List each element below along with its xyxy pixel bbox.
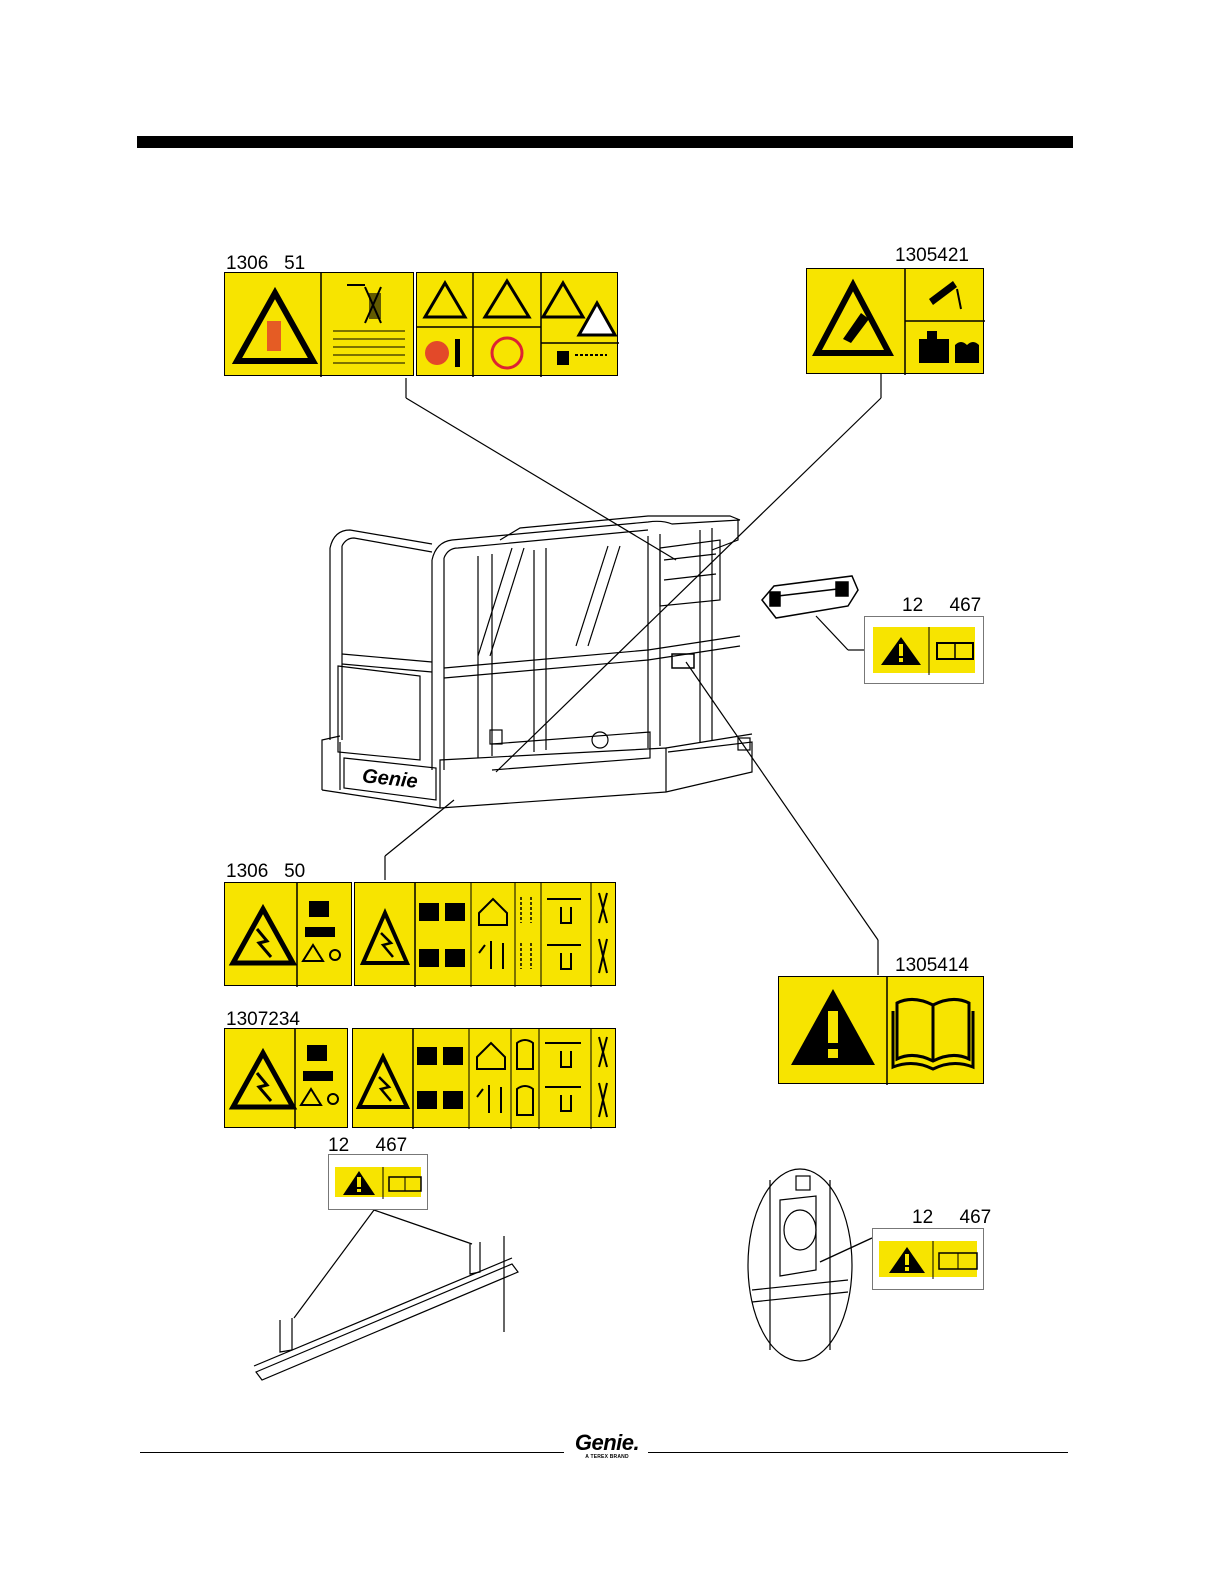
- warning-triangle-icon: [873, 1229, 985, 1291]
- decal-1306-50-left: [224, 882, 352, 986]
- decal-12-467-c: [872, 1228, 984, 1290]
- platform-brand-text: Genie: [361, 765, 419, 793]
- hazard-grid-icon: [355, 883, 617, 987]
- footer-rule-right: [648, 1452, 1068, 1453]
- decal-part-number-12-467-b: 12 467: [328, 1136, 407, 1156]
- hazard-grid-icon: [353, 1029, 617, 1129]
- genie-logo-word: Genie.: [570, 1432, 644, 1454]
- decal-1305414: [778, 976, 984, 1084]
- genie-logo: Genie. A TEREX BRAND: [570, 1432, 644, 1462]
- manual-icon: [893, 999, 973, 1069]
- decal-part-number-1307234: 1307234: [226, 1010, 300, 1030]
- decal-12-467-b: [328, 1154, 428, 1210]
- decal-1306-50-right: [354, 882, 616, 986]
- electrocution-icon: [225, 883, 353, 987]
- warning-triangle-icon: [779, 977, 985, 1085]
- electrocution-icon: [225, 1029, 349, 1129]
- decal-1307234-right: [352, 1028, 616, 1128]
- decal-part-number-12-467-c: 12 467: [912, 1208, 991, 1228]
- decal-part-number-1306-50: 1306 50: [226, 862, 305, 882]
- footer-rule-left: [140, 1452, 564, 1453]
- decal-part-number-1305414: 1305414: [895, 956, 969, 976]
- decal-1307234-left: [224, 1028, 348, 1128]
- warning-triangle-icon: [329, 1155, 429, 1211]
